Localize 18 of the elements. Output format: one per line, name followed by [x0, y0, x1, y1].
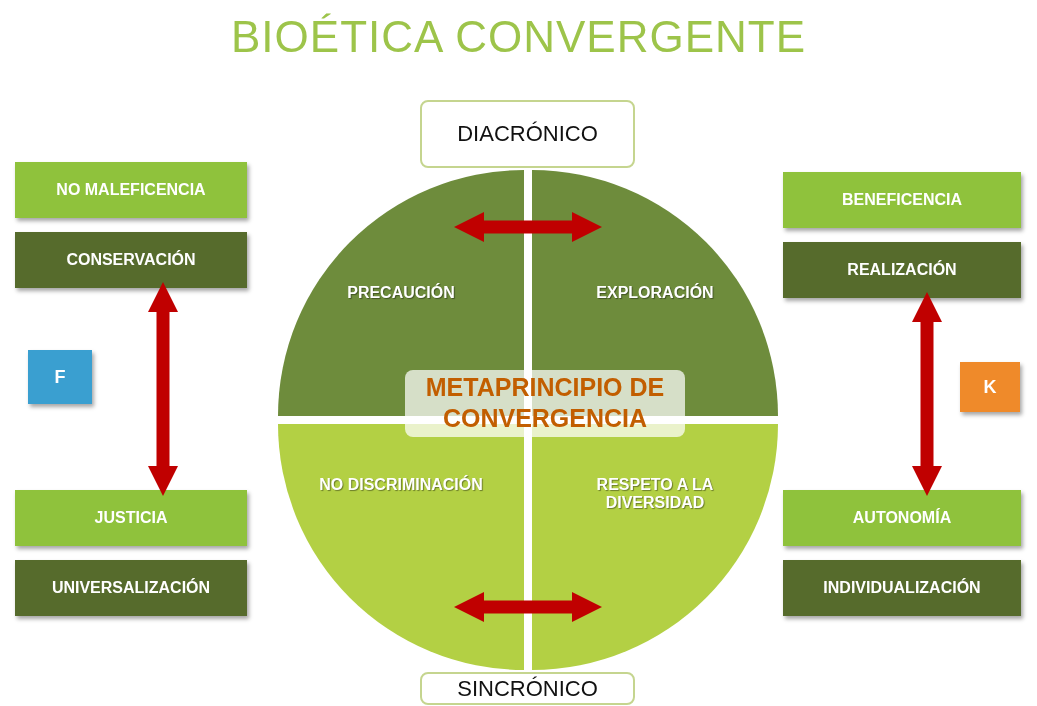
principle-box: UNIVERSALIZACIÓN — [15, 560, 247, 616]
double-arrow — [454, 592, 602, 622]
double-arrow — [912, 292, 942, 496]
axis-label-box: SINCRÓNICO — [420, 672, 635, 705]
center-heading: METAPRINCIPIO DE CONVERGENCIA — [405, 370, 685, 437]
principle-box: CONSERVACIÓN — [15, 232, 247, 288]
principle-box: REALIZACIÓN — [783, 242, 1021, 298]
diagram-title: BIOÉTICA CONVERGENTE — [230, 12, 807, 62]
principle-box: NO MALEFICENCIA — [15, 162, 247, 218]
principle-box: JUSTICIA — [15, 490, 247, 546]
principle-box: AUTONOMÍA — [783, 490, 1021, 546]
principle-box: INDIVIDUALIZACIÓN — [783, 560, 1021, 616]
letter-tag: F — [28, 350, 92, 404]
principle-box: BENEFICENCIA — [783, 172, 1021, 228]
double-arrow — [148, 282, 178, 496]
letter-tag: K — [960, 362, 1020, 412]
double-arrow — [454, 212, 602, 242]
axis-label-box: DIACRÓNICO — [420, 100, 635, 168]
